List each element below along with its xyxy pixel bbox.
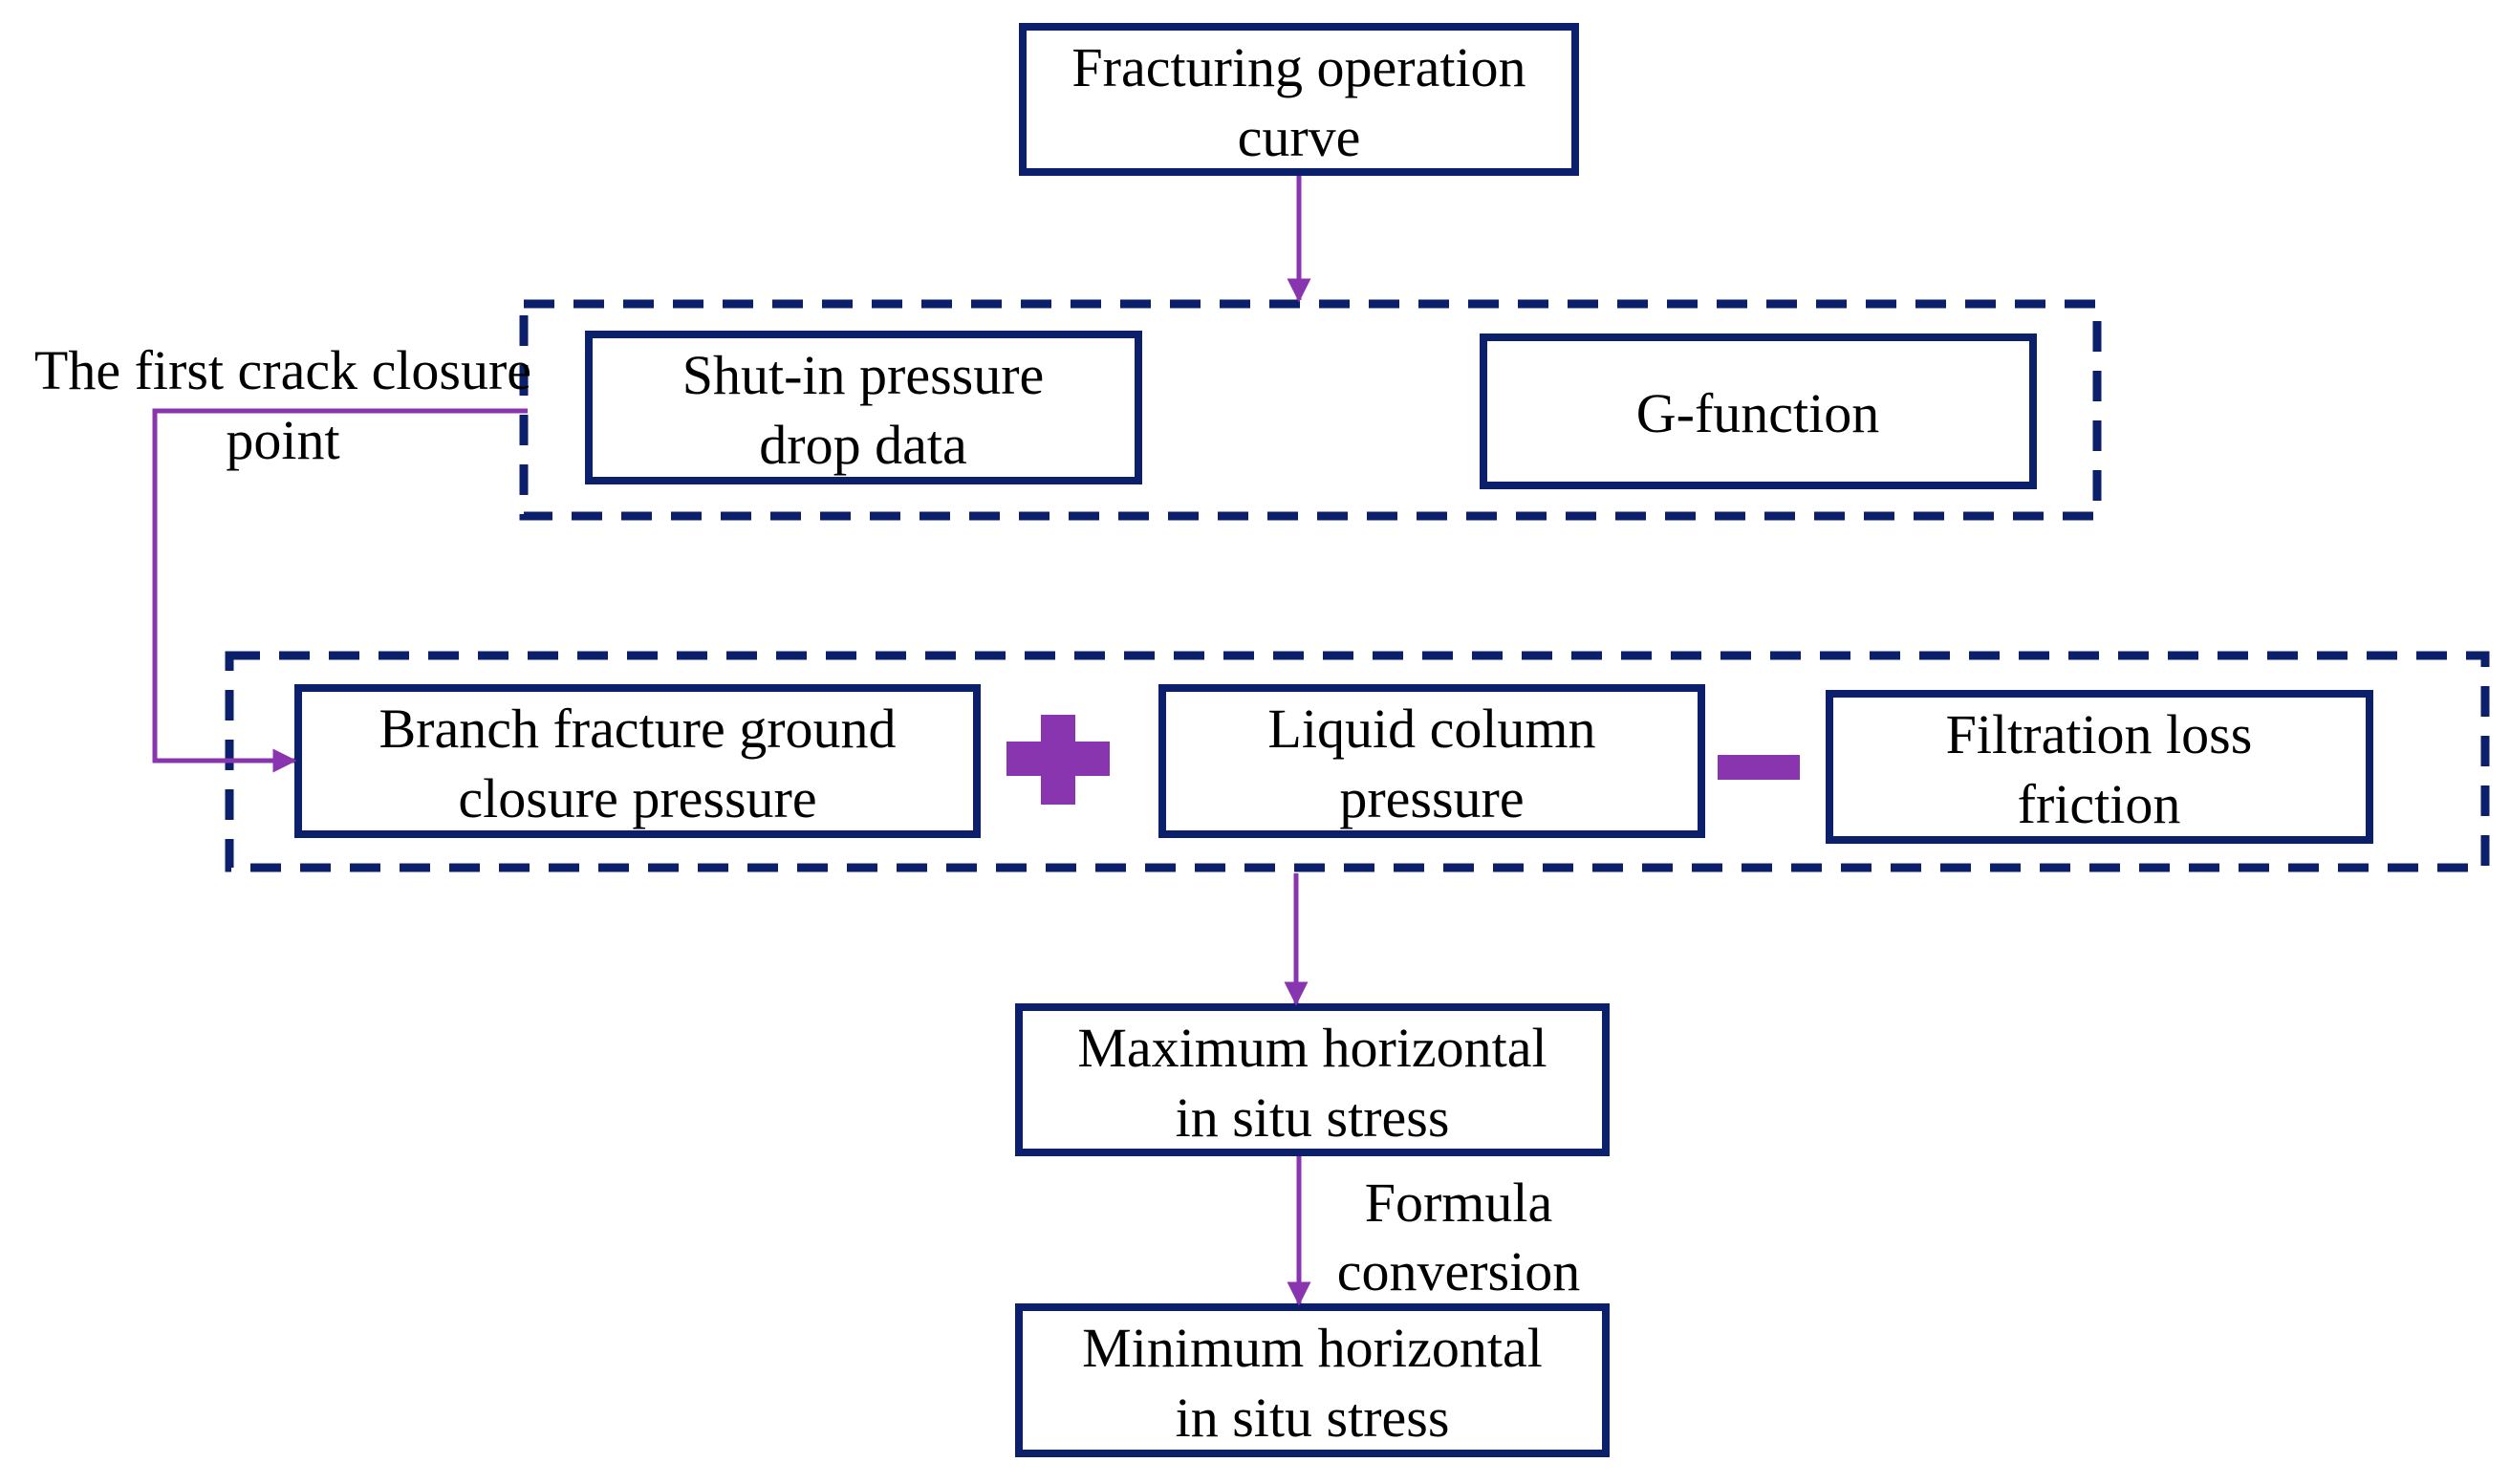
filtration-loss-line2: friction: [2018, 773, 2181, 835]
branch-fracture-line2: closure pressure: [458, 767, 816, 829]
shut-in-line1: Shut-in pressure: [682, 344, 1045, 406]
g-function-node: G-function: [1480, 333, 2037, 489]
min-stress-line1: Minimum horizontal: [1082, 1317, 1543, 1379]
liquid-column-line1: Liquid column: [1267, 698, 1595, 760]
max-stress-line2: in situ stress: [1176, 1086, 1450, 1149]
formula-conversion-label: Formula conversion: [1337, 1172, 1581, 1302]
branch-fracture-node: Branch fracture ground closure pressure: [294, 684, 981, 838]
arrow-closure-to-branch: [152, 408, 528, 773]
shut-in-line2: drop data: [759, 414, 966, 476]
liquid-column-node: Liquid column pressure: [1158, 684, 1705, 838]
liquid-column-line2: pressure: [1339, 767, 1524, 829]
filtration-loss-node: Filtration loss friction: [1826, 690, 2373, 844]
fracturing-curve-line1: Fracturing operation: [1071, 36, 1525, 98]
plus-icon: [1006, 715, 1110, 805]
filtration-loss-line1: Filtration loss: [1946, 703, 2253, 765]
formula-conversion-line2: conversion: [1337, 1240, 1581, 1302]
g-function-line1: G-function: [1636, 382, 1880, 444]
fracturing-curve-line2: curve: [1238, 106, 1361, 168]
fracturing-curve-node: Fracturing operation curve: [1019, 23, 1579, 176]
crack-closure-label: The first crack closure point: [34, 339, 531, 471]
crack-closure-line2: point: [226, 409, 339, 471]
crack-closure-line1: The first crack closure: [34, 339, 531, 401]
max-stress-node: Maximum horizontal in situ stress: [1015, 1003, 1610, 1156]
formula-conversion-line1: Formula: [1365, 1172, 1553, 1234]
shut-in-node: Shut-in pressure drop data: [585, 331, 1142, 484]
branch-fracture-line1: Branch fracture ground: [379, 698, 896, 760]
min-stress-node: Minimum horizontal in situ stress: [1015, 1303, 1610, 1457]
minus-icon: [1718, 755, 1800, 780]
min-stress-line2: in situ stress: [1176, 1387, 1450, 1449]
max-stress-line1: Maximum horizontal: [1077, 1017, 1547, 1079]
